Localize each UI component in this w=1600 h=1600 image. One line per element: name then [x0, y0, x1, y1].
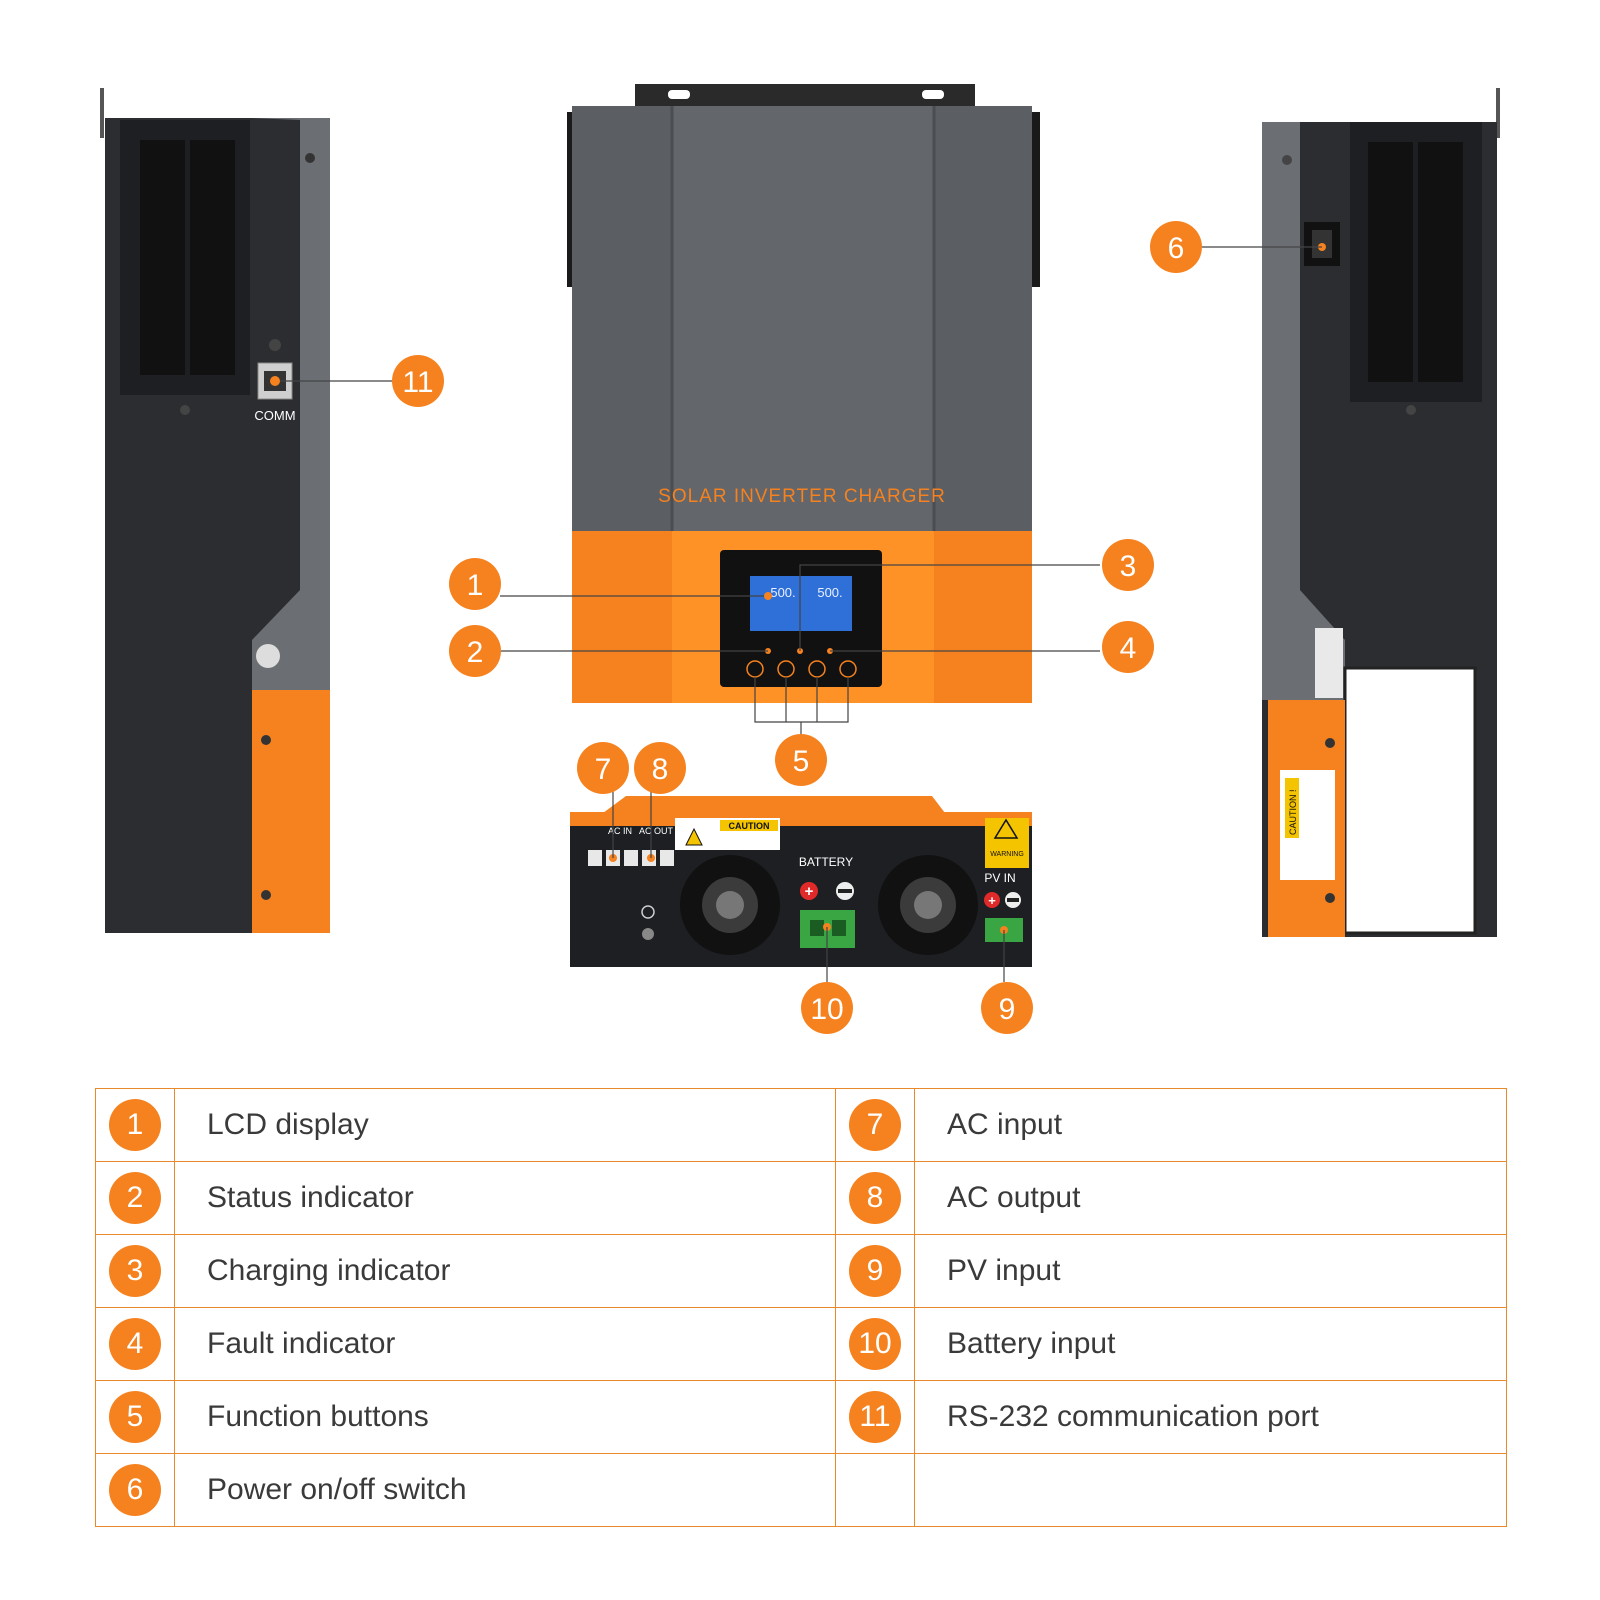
legend-label: Power on/off switch	[174, 1453, 836, 1527]
legend-number-badge: 4	[109, 1318, 161, 1370]
svg-text:9: 9	[999, 993, 1016, 1026]
legend-number-cell: 6	[95, 1453, 175, 1527]
svg-text:4: 4	[1120, 632, 1137, 665]
bottom-view: AC IN AC OUT CAUTION WARNING B	[570, 790, 1032, 982]
plus-icon	[800, 882, 818, 900]
lcd-right-value: 500.	[817, 585, 842, 600]
legend-label: Charging indicator	[174, 1234, 836, 1308]
right-vent-grille	[1368, 142, 1463, 382]
legend-number-cell: 7	[835, 1088, 915, 1162]
lcd-left-value: 500.	[770, 585, 795, 600]
ground-icon	[641, 905, 655, 919]
comm-label: COMM	[254, 408, 295, 423]
callout-2: 2	[449, 625, 501, 677]
left-side-view: COMM	[100, 88, 392, 933]
right-fan	[878, 855, 978, 955]
svg-text:WARNING: WARNING	[990, 851, 1024, 858]
legend-number-cell: 10	[835, 1307, 915, 1381]
svg-text:CAUTION !: CAUTION !	[1288, 789, 1298, 835]
legend-number-badge: 8	[849, 1172, 901, 1224]
svg-text:+: +	[805, 883, 814, 900]
right-side-view: CAUTION !	[1202, 88, 1500, 937]
legend-number-badge: 2	[109, 1172, 161, 1224]
legend-label: LCD display	[174, 1088, 836, 1162]
svg-text:7: 7	[595, 753, 612, 786]
left-vent-grille	[140, 140, 235, 375]
callout-11: 11	[392, 355, 444, 407]
callout-6: 6	[1150, 221, 1202, 273]
svg-text:11: 11	[402, 366, 433, 399]
callout-1: 1	[449, 558, 501, 610]
legend-number-badge: 6	[109, 1464, 161, 1516]
battery-label: BATTERY	[799, 855, 853, 869]
legend-label	[914, 1453, 1507, 1527]
legend-number-badge: 1	[109, 1099, 161, 1151]
svg-text:AC OUT: AC OUT	[639, 826, 674, 836]
legend-label: Battery input	[914, 1307, 1507, 1381]
front-view: SOLAR INVERTER CHARGER 500. 500.	[500, 84, 1100, 740]
legend-label: PV input	[914, 1234, 1507, 1308]
callout-9: 9	[981, 982, 1033, 1034]
legend-number-cell: 5	[95, 1380, 175, 1454]
svg-text:10: 10	[810, 993, 843, 1026]
legend-label: RS-232 communication port	[914, 1380, 1507, 1454]
svg-text:8: 8	[652, 753, 669, 786]
legend-label: AC output	[914, 1161, 1507, 1235]
svg-text:6: 6	[1168, 232, 1185, 265]
callout-10: 10	[801, 982, 853, 1034]
svg-text:CAUTION: CAUTION	[729, 821, 770, 831]
legend-number-cell: 2	[95, 1161, 175, 1235]
legend-number-cell: 4	[95, 1307, 175, 1381]
legend-number-cell: 8	[835, 1161, 915, 1235]
legend-number-cell: 11	[835, 1380, 915, 1454]
svg-text:2: 2	[467, 636, 484, 669]
legend-label: Status indicator	[174, 1161, 836, 1235]
legend-label: AC input	[914, 1088, 1507, 1162]
callout-8: 8	[634, 742, 686, 794]
control-panel: 500. 500.	[720, 550, 882, 687]
legend-number-badge: 3	[109, 1245, 161, 1297]
legend-number-cell: 3	[95, 1234, 175, 1308]
legend-number-badge: 10	[849, 1318, 901, 1370]
callout-3: 3	[1102, 539, 1154, 591]
callout-7: 7	[577, 742, 629, 794]
svg-text:1: 1	[467, 569, 484, 602]
legend-number-cell: 9	[835, 1234, 915, 1308]
product-diagram: COMM SOLAR INVERTER CHARGER 500. 500.	[100, 84, 1500, 1034]
pv-label: PV IN	[984, 871, 1015, 885]
lcd-screen	[750, 576, 852, 631]
legend-number-badge: 7	[849, 1099, 901, 1151]
legend-number-badge: 9	[849, 1245, 901, 1297]
front-label: SOLAR INVERTER CHARGER	[658, 486, 946, 507]
legend-label: Fault indicator	[174, 1307, 836, 1381]
legend-number-badge: 11	[849, 1391, 901, 1443]
legend-number-badge: 5	[109, 1391, 161, 1443]
legend-number-cell	[835, 1453, 915, 1527]
svg-text:3: 3	[1120, 550, 1137, 583]
left-fan	[680, 855, 780, 955]
legend-number-cell: 1	[95, 1088, 175, 1162]
svg-text:+: +	[988, 893, 996, 908]
svg-text:AC IN: AC IN	[608, 826, 632, 836]
callout-4: 4	[1102, 621, 1154, 673]
svg-text:5: 5	[793, 745, 810, 778]
callout-5: 5	[775, 734, 827, 786]
legend-label: Function buttons	[174, 1380, 836, 1454]
